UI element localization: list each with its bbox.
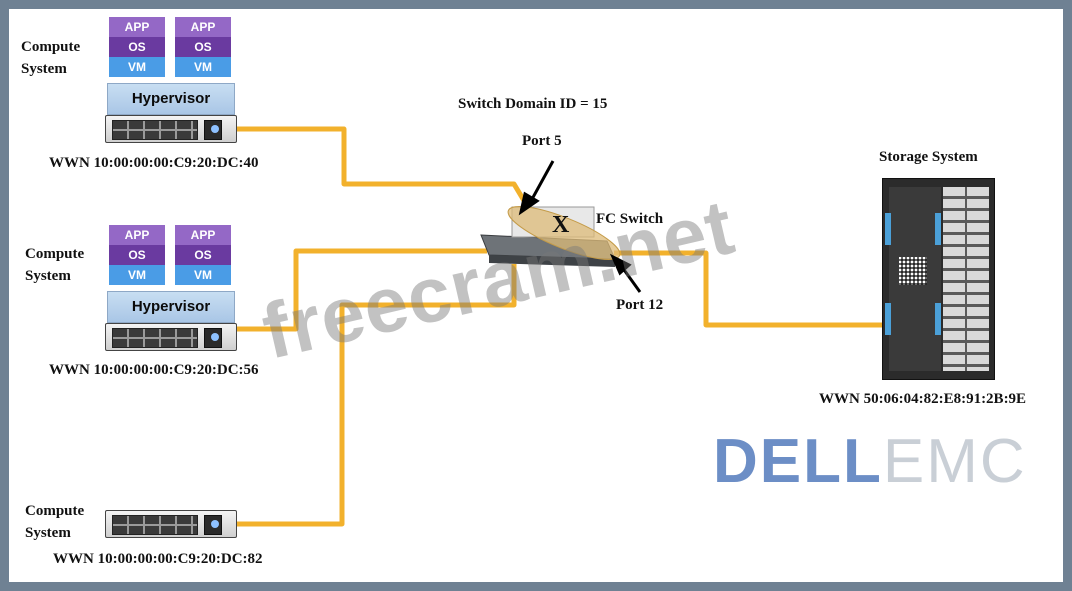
hypervisor-top: Hypervisor [107, 83, 235, 115]
storage-handle [885, 303, 891, 335]
cable-mid [235, 248, 487, 332]
storage-disk-bays [943, 187, 989, 371]
vm-stack-top-2: APP OS VM [175, 17, 231, 77]
vm-stack-mid-2: APP OS VM [175, 225, 231, 285]
app-box: APP [109, 225, 165, 245]
os-box: OS [109, 245, 165, 265]
wwn-mid: WWN 10:00:00:00:C9:20:DC:56 [49, 362, 259, 378]
compute-system-bot-label: Compute System [25, 503, 85, 541]
cable-bot [235, 264, 517, 527]
vm-stack-top-1: APP OS VM [109, 17, 165, 77]
storage-array [882, 178, 995, 380]
vm-box: VM [175, 265, 231, 285]
server-led [211, 125, 219, 133]
port12-label: Port 12 [616, 297, 664, 313]
server-grille [112, 328, 198, 348]
server-mid [105, 323, 237, 351]
vm-box: VM [175, 57, 231, 77]
hypervisor-mid: Hypervisor [107, 291, 235, 323]
wwn-bot: WWN 10:00:00:00:C9:20:DC:82 [53, 551, 263, 567]
failed-port-x: X [552, 212, 570, 238]
storage-system-label: Storage System [879, 149, 978, 165]
vm-box: VM [109, 57, 165, 77]
vm-box: VM [109, 265, 165, 285]
server-led [211, 333, 219, 341]
os-box: OS [175, 245, 231, 265]
app-box: APP [175, 17, 231, 37]
os-box: OS [175, 37, 231, 57]
logo-dell-text: DELL [713, 427, 883, 496]
os-box: OS [109, 37, 165, 57]
port5-arrow [518, 160, 555, 216]
server-grille [112, 120, 198, 140]
cable-top [235, 126, 532, 211]
diagram-canvas: Compute System APP OS VM APP OS VM Hyper… [9, 9, 1063, 582]
port5-label: Port 5 [522, 133, 562, 149]
compute-system-mid-label: Compute System [25, 246, 85, 284]
app-box: APP [109, 17, 165, 37]
fc-switch [480, 206, 621, 267]
port12-arrow [609, 253, 642, 293]
fc-switch-label: FC Switch [596, 211, 664, 227]
server-led [211, 520, 219, 528]
storage-wwn: WWN 50:06:04:82:E8:91:2B:9E [819, 391, 1027, 407]
cable-storage [614, 250, 882, 328]
logo-emc-text: EMC [882, 427, 1027, 496]
wwn-top: WWN 10:00:00:00:C9:20:DC:40 [49, 155, 259, 171]
storage-handle [935, 213, 941, 245]
compute-system-top-label: Compute System [21, 39, 81, 77]
fc-cables [235, 126, 882, 527]
storage-handle [935, 303, 941, 335]
storage-handle [885, 213, 891, 245]
storage-grid [899, 257, 927, 285]
vm-stack-mid-1: APP OS VM [109, 225, 165, 285]
dell-emc-logo: DELLEMC [713, 426, 1027, 497]
server-grille [112, 515, 198, 535]
app-box: APP [175, 225, 231, 245]
server-top [105, 115, 237, 143]
server-bot [105, 510, 237, 538]
switch-domain-label: Switch Domain ID = 15 [458, 96, 608, 112]
